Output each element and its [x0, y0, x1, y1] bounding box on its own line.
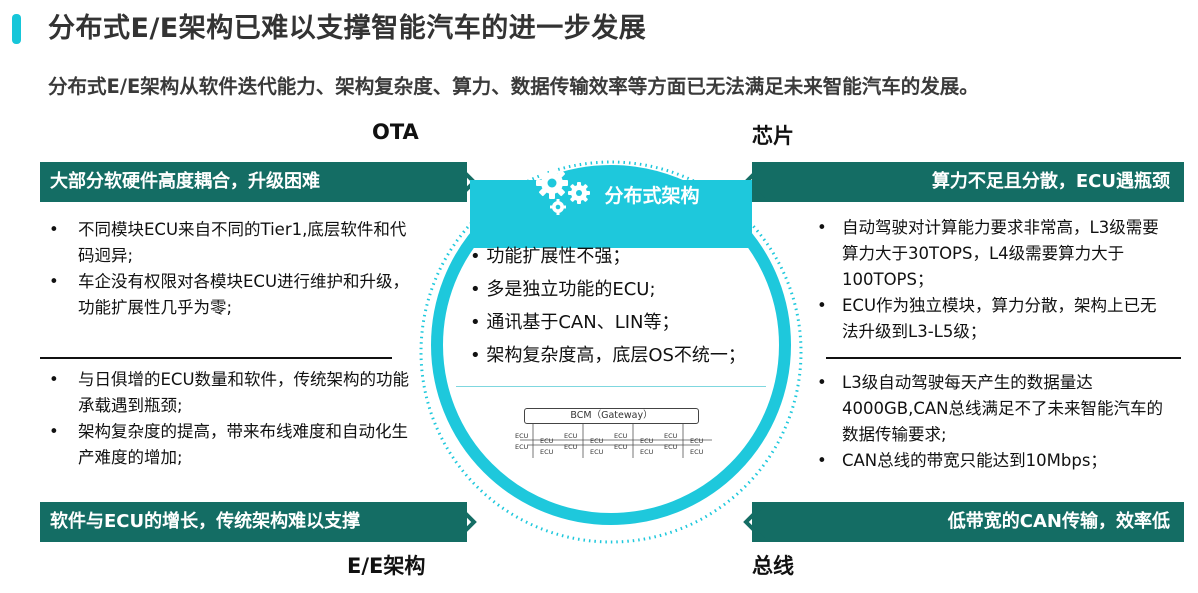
- outer-dotted-ring: [419, 160, 803, 544]
- ecu-node-label: ECU: [564, 443, 578, 451]
- ecu-node-label: ECU: [664, 443, 678, 451]
- list-item: 自动驾驶对计算能力要求非常高，L3级需要算力大于30TOPS，L4级需要算力大于…: [812, 215, 1170, 293]
- list-item: 不同模块ECU来自不同的Tier1,底层软件和代码迥异;: [40, 217, 410, 269]
- banner-top-right: 算力不足且分散，ECU遇瓶颈: [752, 162, 1184, 202]
- list-item: 车企没有权限对各模块ECU进行维护和升级，功能扩展性几乎为零;: [40, 269, 410, 321]
- divider-right: [826, 357, 1181, 359]
- page-subtitle: 分布式E/E架构从软件迭代能力、架构复杂度、算力、数据传输效率等方面已无法满足未…: [48, 75, 979, 98]
- page-title: 分布式E/E架构已难以支撑智能汽车的进一步发展: [48, 13, 647, 44]
- center-bullets: 功能扩展性不强； 多是独立功能的ECU; 通讯基于CAN、LIN等； 架构复杂度…: [470, 240, 790, 372]
- ecu-node-label: ECU: [614, 443, 628, 451]
- bullets-bottom-right: L3级自动驾驶每天产生的数据量达4000GB,CAN总线满足不了未来智能汽车的数…: [812, 370, 1170, 474]
- ecu-nodes: ECU ECU ECU ECU ECU ECU ECU ECU ECU ECU ECU ECU ECU E…: [515, 432, 704, 456]
- label-bus: 总线: [752, 554, 794, 578]
- ecu-node-label: ECU: [664, 432, 678, 440]
- ecu-node-label: ECU: [590, 437, 604, 445]
- banner-bottom-right: 低带宽的CAN传输，效率低: [752, 502, 1184, 542]
- ecu-node-label: ECU: [540, 437, 554, 445]
- bullets-top-left: 不同模块ECU来自不同的Tier1,底层软件和代码迥异; 车企没有权限对各模块E…: [40, 217, 410, 321]
- ecu-node-label: ECU: [640, 448, 654, 456]
- list-item: 与日俱增的ECU数量和软件，传统架构的功能承载遇到瓶颈;: [40, 367, 410, 419]
- ecu-node-label: ECU: [690, 437, 704, 445]
- label-chip: 芯片: [752, 124, 794, 148]
- list-item: 架构复杂度的提高，带来布线难度和自动化生产难度的增加;: [40, 419, 410, 471]
- ecu-node-label: ECU: [540, 448, 554, 456]
- bullets-top-right: 自动驾驶对计算能力要求非常高，L3级需要算力大于30TOPS，L4级需要算力大于…: [812, 215, 1170, 345]
- list-item: 多是独立功能的ECU;: [470, 273, 790, 306]
- ecu-node-label: ECU: [515, 432, 529, 440]
- ecu-node-label: ECU: [564, 432, 578, 440]
- banner-top-left: 大部分软硬件高度耦合，升级困难: [40, 162, 467, 202]
- list-item: ECU作为独立模块，算力分散，架构上已无法升级到L3-L5级；: [812, 293, 1170, 345]
- list-item: L3级自动驾驶每天产生的数据量达4000GB,CAN总线满足不了未来智能汽车的数…: [812, 370, 1170, 448]
- center-header-fill: [470, 180, 752, 248]
- center-title: 分布式架构: [604, 185, 700, 207]
- gears-icon: [536, 167, 590, 215]
- divider-left: [40, 357, 392, 359]
- list-item: 通讯基于CAN、LIN等；: [470, 306, 790, 339]
- label-ee-architecture: E/E架构: [347, 554, 426, 578]
- ecu-node-label: ECU: [640, 437, 654, 445]
- list-item: CAN总线的带宽只能达到10Mbps；: [812, 448, 1170, 474]
- ecu-node-label: ECU: [690, 448, 704, 456]
- bcm-gateway-box: BCM（Gateway）: [524, 408, 699, 424]
- ecu-node-label: ECU: [590, 448, 604, 456]
- label-ota: OTA: [372, 120, 419, 144]
- list-item: 功能扩展性不强；: [470, 240, 790, 273]
- banner-bottom-left: 软件与ECU的增长，传统架构难以支撑: [40, 502, 467, 542]
- center-divider: [456, 386, 766, 387]
- chevron-left-icon: [743, 502, 766, 542]
- ecu-node-label: ECU: [515, 443, 529, 451]
- title-accent-bar: [12, 14, 21, 44]
- chevron-right-icon: [454, 502, 477, 542]
- list-item: 架构复杂度高，底层OS不统一；: [470, 339, 790, 372]
- ecu-node-label: ECU: [614, 432, 628, 440]
- ecu-network-lines: [520, 423, 712, 458]
- bullets-bottom-left: 与日俱增的ECU数量和软件，传统架构的功能承载遇到瓶颈; 架构复杂度的提高，带来…: [40, 367, 410, 471]
